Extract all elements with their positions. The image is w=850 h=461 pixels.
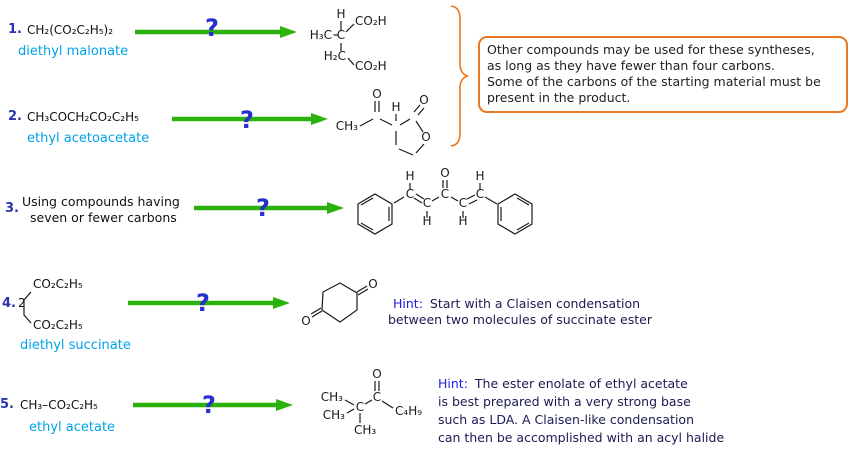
- hint-5-line2: is best prepared with a very strong base: [438, 394, 691, 409]
- atom-label: H: [391, 100, 400, 114]
- atom-label: O: [421, 130, 430, 144]
- hint-4-line1: Hint: Start with a Claisen condensation: [393, 296, 640, 311]
- problem-3-reagent-line1: Using compounds having: [22, 194, 180, 209]
- benzene-ring-left: [357, 193, 393, 235]
- note-box: Other compounds may be used for these sy…: [478, 36, 848, 113]
- product-3-structure-dibenzylideneacetone: H C C H O C C H C H: [357, 166, 533, 235]
- hint-5-line1: Hint: The ester enolate of ethyl acetate: [438, 376, 688, 391]
- product-4-structure-cyclohexanedione: O O: [301, 277, 377, 328]
- hint-4-label: Hint:: [393, 296, 423, 311]
- problem-4-reagent-name: diethyl succinate: [20, 338, 131, 353]
- question-mark-4: ?: [196, 289, 210, 317]
- problem-2-reagent-name: ethyl acetoacetate: [27, 131, 150, 146]
- problem-5-reagent-name: ethyl acetate: [29, 420, 116, 435]
- hint-5-line4: can then be accomplished with an acyl ha…: [438, 430, 725, 445]
- atom-label: O: [301, 314, 310, 328]
- atom-label: CO₂H: [355, 59, 387, 73]
- problem-1-reagent-name: diethyl malonate: [18, 44, 129, 59]
- product-1-structure-methylsuccinic-acid: H H₃C C CO₂H H₂C CO₂H: [310, 7, 387, 73]
- question-mark-5: ?: [202, 391, 216, 419]
- atom-label: CH₃: [321, 390, 343, 404]
- atom-label: H: [336, 7, 345, 21]
- atom-label: H: [405, 169, 414, 183]
- atom-label: C: [423, 196, 431, 210]
- atom-label: C: [337, 28, 345, 42]
- note-line: Other compounds may be used for these sy…: [487, 42, 815, 57]
- question-mark-1: ?: [205, 14, 219, 42]
- atom-label: O: [419, 93, 428, 107]
- question-mark-3: ?: [256, 194, 270, 222]
- atom-label: H: [422, 214, 431, 228]
- hint-5-label: Hint:: [438, 376, 468, 391]
- atom-label: H: [458, 214, 467, 228]
- note-line: Some of the carbons of the starting mate…: [487, 74, 821, 89]
- problem-5-reagent-formula: CH₃–CO₂C₂H₅: [20, 398, 98, 412]
- question-mark-2: ?: [240, 106, 254, 134]
- atom-label: H₂C: [324, 49, 346, 63]
- atom-label: O: [368, 277, 377, 291]
- benzene-ring-right: [497, 193, 533, 235]
- reaction-arrow-2: [172, 113, 328, 125]
- problem-5-number: 5.: [0, 397, 14, 412]
- problem-1-reagent-formula: CH₂(CO₂C₂H₅)₂: [27, 23, 114, 37]
- orange-brace: [450, 5, 469, 147]
- hint-4-line2: between two molecules of succinate ester: [388, 312, 652, 327]
- atom-label: H: [475, 169, 484, 183]
- note-line: as long as they have fewer than four car…: [487, 58, 776, 73]
- atom-label: O: [440, 166, 449, 180]
- problem-4-number: 4.: [2, 296, 16, 311]
- reaction-arrow-3: [194, 202, 344, 214]
- atom-label: O: [372, 367, 381, 381]
- atom-label: C: [356, 400, 364, 414]
- atom-label: C: [459, 196, 467, 210]
- problem-1-number: 1.: [8, 22, 22, 37]
- problem-4-ester-bottom: CO₂C₂H₅: [33, 318, 83, 332]
- reaction-arrow-1: [135, 26, 297, 38]
- hint-5-line3: such as LDA. A Claisen-like condensation: [438, 412, 694, 427]
- product-5-structure-tbutyl-ketone: O C C CH₃ CH₃ CH₃ C₄H₉: [321, 367, 422, 437]
- atom-label: CH₃: [336, 119, 358, 133]
- problem-2-reagent-formula: CH₃COCH₂CO₂C₂H₅: [27, 110, 139, 124]
- atom-label: H₃C: [310, 28, 332, 42]
- succinate-backbone-bonds: [23, 291, 32, 324]
- reaction-arrow-4: [128, 297, 290, 309]
- problem-4-ester-top: CO₂C₂H₅: [33, 277, 83, 291]
- atom-label: CH₃: [323, 408, 345, 422]
- atom-label: CH₃: [354, 423, 376, 437]
- hint-4-text: Start with a Claisen condensation: [429, 296, 641, 311]
- atom-label: C: [441, 187, 449, 201]
- product-2-structure-acetylbutyrolactone: O CH₃ H O O: [336, 87, 431, 156]
- problem-4-coefficient: 2: [18, 296, 26, 310]
- atom-label: C: [373, 390, 381, 404]
- problem-2-number: 2.: [8, 109, 22, 124]
- atom-label: O: [372, 87, 381, 101]
- hint-5-text: The ester enolate of ethyl acetate: [474, 376, 688, 391]
- reaction-arrow-5: [133, 399, 293, 411]
- atom-label: C: [406, 187, 414, 201]
- atom-label: CO₂H: [355, 14, 387, 28]
- problem-3-reagent-line2: seven or fewer carbons: [30, 210, 177, 225]
- atom-label: C: [476, 187, 484, 201]
- note-line: present in the product.: [487, 90, 631, 105]
- problem-3-number: 3.: [5, 201, 19, 216]
- atom-label: C₄H₉: [395, 404, 422, 418]
